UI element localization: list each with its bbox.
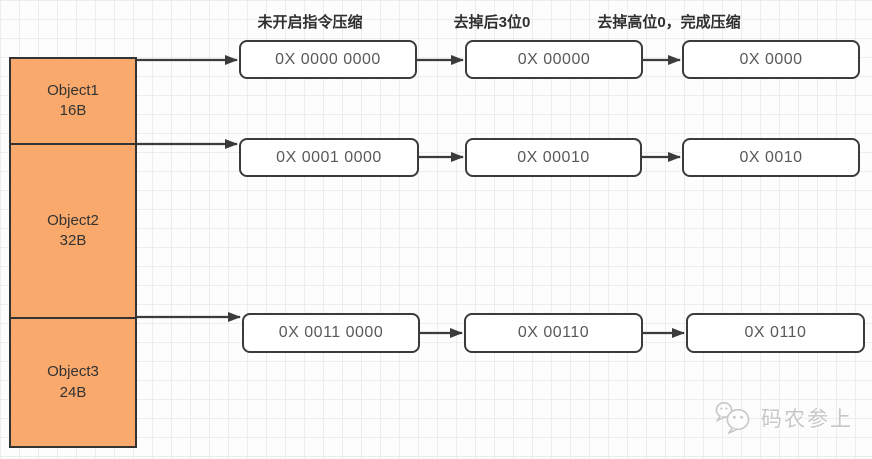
hex-box-row2-uncompressed: 0X 0001 0000: [239, 138, 419, 177]
memory-section-object2: Object2 32B: [11, 143, 135, 317]
hex-box-row2-compressed: 0X 0010: [682, 138, 860, 177]
hex-box-row1-uncompressed: 0X 0000 0000: [239, 40, 417, 79]
object-name: Object2: [47, 211, 99, 229]
object-size: 16B: [59, 102, 87, 119]
watermark: 码农参上: [714, 401, 853, 434]
object-name: Object3: [47, 363, 99, 381]
hex-box-row3-after-shift: 0X 00110: [464, 313, 643, 353]
heap-memory-block: Object1 16B Object2 32B Object3 24B: [9, 57, 137, 448]
hex-box-row1-after-shift: 0X 00000: [465, 40, 643, 79]
wechat-bubbles-icon: [714, 401, 754, 434]
object-name: Object1: [47, 81, 99, 99]
hex-box-row2-after-shift: 0X 00010: [465, 138, 642, 177]
memory-section-object1: Object1 16B: [11, 59, 135, 143]
column-header-uncompressed: 未开启指令压缩: [257, 14, 363, 31]
object-size: 32B: [59, 232, 87, 249]
column-header-drop-high-zeros: 去掉高位0，完成压缩: [597, 14, 741, 31]
hex-box-row1-compressed: 0X 0000: [682, 40, 860, 79]
column-header-shift-low-zeros: 去掉后3位0: [453, 14, 531, 31]
object-size: 24B: [59, 383, 87, 401]
hex-box-row3-compressed: 0X 0110: [686, 313, 865, 353]
watermark-text: 码农参上: [761, 407, 853, 431]
hex-box-row3-uncompressed: 0X 0011 0000: [242, 313, 420, 353]
memory-section-object3: Object3 24B: [11, 317, 135, 446]
